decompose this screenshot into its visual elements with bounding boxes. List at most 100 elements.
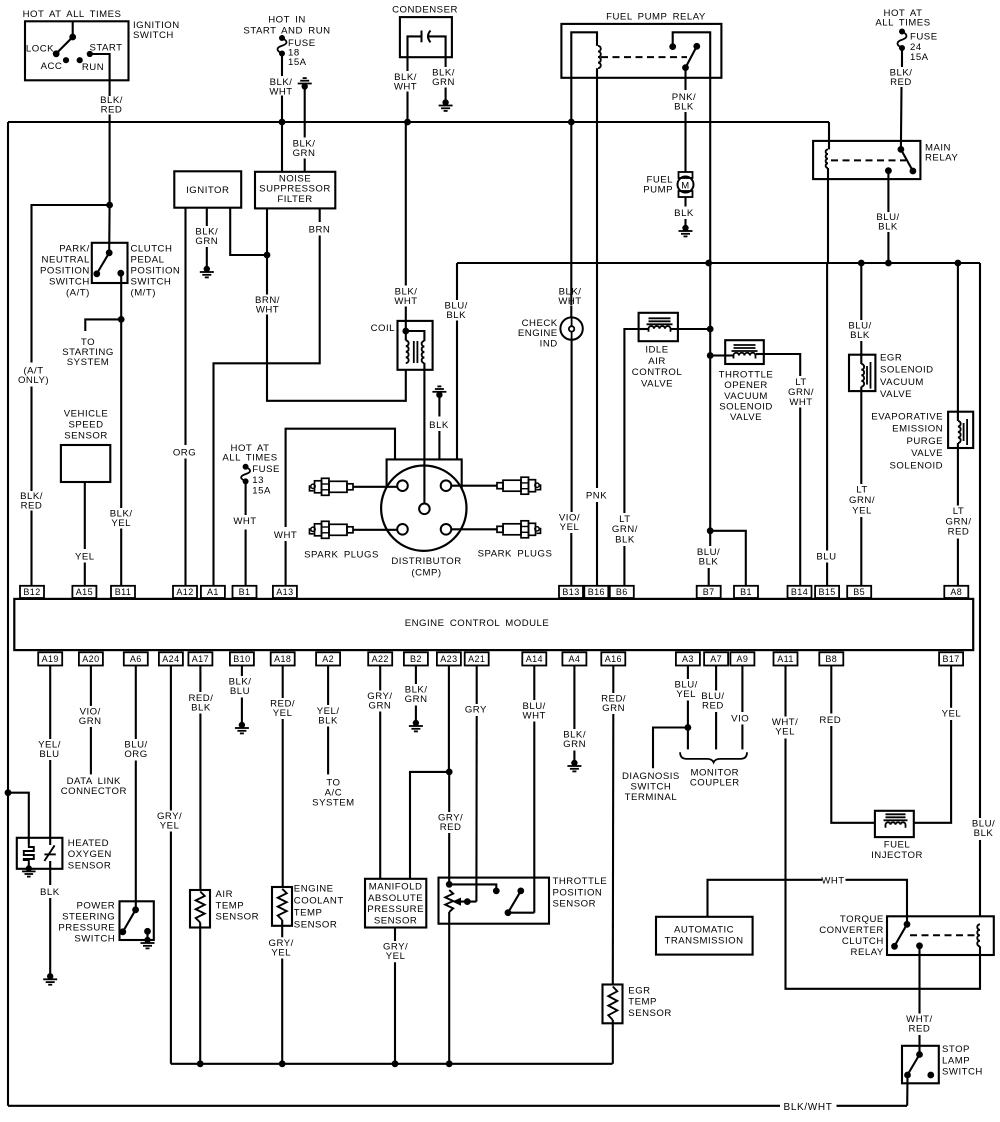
svg-text:15A: 15A: [252, 486, 271, 497]
svg-text:SOLENOID: SOLENOID: [890, 460, 944, 471]
svg-text:RED: RED: [101, 105, 123, 116]
svg-text:PRESSURE: PRESSURE: [58, 922, 115, 933]
svg-text:B5: B5: [853, 587, 865, 597]
svg-text:WHT: WHT: [233, 516, 256, 527]
svg-text:B15: B15: [818, 587, 835, 597]
svg-text:SWITCH: SWITCH: [133, 30, 174, 41]
svg-text:ONLY): ONLY): [18, 375, 49, 386]
svg-text:RED: RED: [819, 715, 841, 726]
svg-text:BLU: BLU: [230, 686, 250, 697]
svg-text:SENSOR: SENSOR: [628, 1008, 672, 1019]
svg-text:YEL: YEL: [775, 727, 795, 738]
svg-text:EGR: EGR: [628, 985, 650, 996]
svg-text:A22: A22: [372, 654, 389, 664]
svg-text:BLK: BLK: [40, 887, 60, 898]
svg-text:BLK: BLK: [878, 222, 898, 233]
svg-text:(M/T): (M/T): [131, 287, 156, 298]
svg-text:STEERING: STEERING: [62, 911, 115, 922]
svg-text:OPENER: OPENER: [724, 380, 768, 391]
svg-text:DIAGNOSIS: DIAGNOSIS: [622, 771, 680, 782]
svg-text:BLK: BLK: [615, 534, 635, 545]
svg-text:WHT: WHT: [274, 530, 297, 541]
svg-text:PRESSURE: PRESSURE: [367, 904, 424, 915]
svg-text:RUN: RUN: [82, 62, 104, 73]
svg-text:PNK: PNK: [586, 491, 607, 502]
svg-text:A12: A12: [176, 587, 193, 597]
svg-text:YEL: YEL: [676, 689, 696, 700]
svg-text:HOT AT ALL TIMES: HOT AT ALL TIMES: [23, 9, 122, 20]
svg-text:VEHICLE: VEHICLE: [64, 408, 109, 419]
svg-text:SENSOR: SENSOR: [294, 919, 338, 930]
svg-text:TEMP: TEMP: [628, 997, 657, 1008]
svg-text:SENSOR: SENSOR: [374, 916, 418, 927]
svg-text:B7: B7: [703, 587, 715, 597]
svg-text:RED: RED: [702, 700, 724, 711]
svg-text:POSITION: POSITION: [131, 265, 181, 276]
svg-text:A8: A8: [950, 587, 962, 597]
svg-text:THROTTLE: THROTTLE: [553, 876, 608, 887]
svg-text:GRN: GRN: [405, 694, 428, 705]
svg-text:FUSE: FUSE: [252, 464, 280, 475]
svg-text:YEL: YEL: [560, 522, 580, 533]
svg-text:WHT: WHT: [821, 875, 844, 886]
svg-text:SPARK PLUGS: SPARK PLUGS: [478, 549, 553, 560]
svg-text:SOLENOID: SOLENOID: [880, 365, 934, 376]
svg-text:WHT: WHT: [523, 710, 546, 721]
svg-text:EGR: EGR: [880, 353, 902, 364]
svg-text:B11: B11: [115, 587, 132, 597]
svg-text:SYSTEM: SYSTEM: [67, 357, 109, 368]
svg-text:COOLANT: COOLANT: [294, 896, 344, 907]
svg-text:VACUUM: VACUUM: [880, 377, 924, 388]
svg-text:EMISSION: EMISSION: [892, 424, 943, 435]
svg-text:YEL: YEL: [273, 708, 293, 719]
svg-text:B1: B1: [239, 587, 251, 597]
svg-text:PURGE: PURGE: [906, 436, 943, 447]
svg-text:HEATED: HEATED: [68, 838, 109, 849]
svg-text:SENSOR: SENSOR: [553, 899, 597, 910]
svg-text:ABSOLUTE: ABSOLUTE: [368, 893, 423, 904]
svg-text:YEL: YEL: [160, 821, 180, 832]
svg-text:BLK: BLK: [674, 101, 694, 112]
svg-text:A14: A14: [526, 654, 543, 664]
svg-text:GRY: GRY: [465, 705, 487, 716]
svg-text:RELAY: RELAY: [851, 947, 884, 958]
svg-text:YEL: YEL: [852, 505, 872, 516]
svg-text:START AND RUN: START AND RUN: [243, 25, 330, 36]
svg-text:BLK: BLK: [850, 330, 870, 341]
svg-text:EVAPORATIVE: EVAPORATIVE: [871, 412, 943, 423]
svg-text:POWER: POWER: [76, 900, 115, 911]
svg-text:BLU: BLU: [816, 551, 836, 562]
svg-text:OXYGEN: OXYGEN: [68, 849, 112, 860]
svg-text:ORG: ORG: [173, 447, 196, 458]
svg-text:GRN: GRN: [602, 703, 625, 714]
svg-text:CLUTCH: CLUTCH: [842, 936, 884, 947]
svg-text:PARK/: PARK/: [59, 243, 90, 254]
svg-text:HOT IN: HOT IN: [268, 15, 306, 26]
svg-text:YEL: YEL: [386, 951, 406, 962]
svg-text:B8: B8: [825, 654, 837, 664]
svg-text:WHT: WHT: [394, 296, 417, 307]
svg-text:SWITCH: SWITCH: [630, 781, 671, 792]
svg-text:A18: A18: [274, 654, 291, 664]
svg-text:A4: A4: [568, 654, 580, 664]
svg-text:DISTRIBUTOR: DISTRIBUTOR: [391, 556, 461, 567]
svg-text:CONVERTER: CONVERTER: [819, 925, 884, 936]
svg-text:MANIFOLD: MANIFOLD: [369, 882, 423, 893]
svg-text:GRN: GRN: [432, 77, 455, 88]
svg-text:WHT: WHT: [256, 304, 279, 315]
svg-text:TERMINAL: TERMINAL: [625, 792, 678, 803]
svg-text:A6: A6: [130, 654, 142, 664]
svg-text:YEL: YEL: [271, 947, 291, 958]
svg-text:TORQUE: TORQUE: [840, 914, 884, 925]
svg-text:A2: A2: [322, 654, 334, 664]
svg-text:ENGINE CONTROL MODULE: ENGINE CONTROL MODULE: [405, 618, 550, 629]
svg-text:STOP: STOP: [942, 1044, 970, 1055]
svg-text:A7: A7: [710, 654, 722, 664]
svg-text:LAMP: LAMP: [942, 1055, 970, 1066]
svg-text:RED: RED: [909, 1024, 931, 1035]
svg-text:M: M: [681, 180, 689, 191]
svg-text:WHT: WHT: [558, 296, 581, 307]
svg-text:GRN: GRN: [79, 716, 102, 727]
svg-text:A11: A11: [777, 654, 794, 664]
svg-text:ENGINE: ENGINE: [294, 884, 334, 895]
